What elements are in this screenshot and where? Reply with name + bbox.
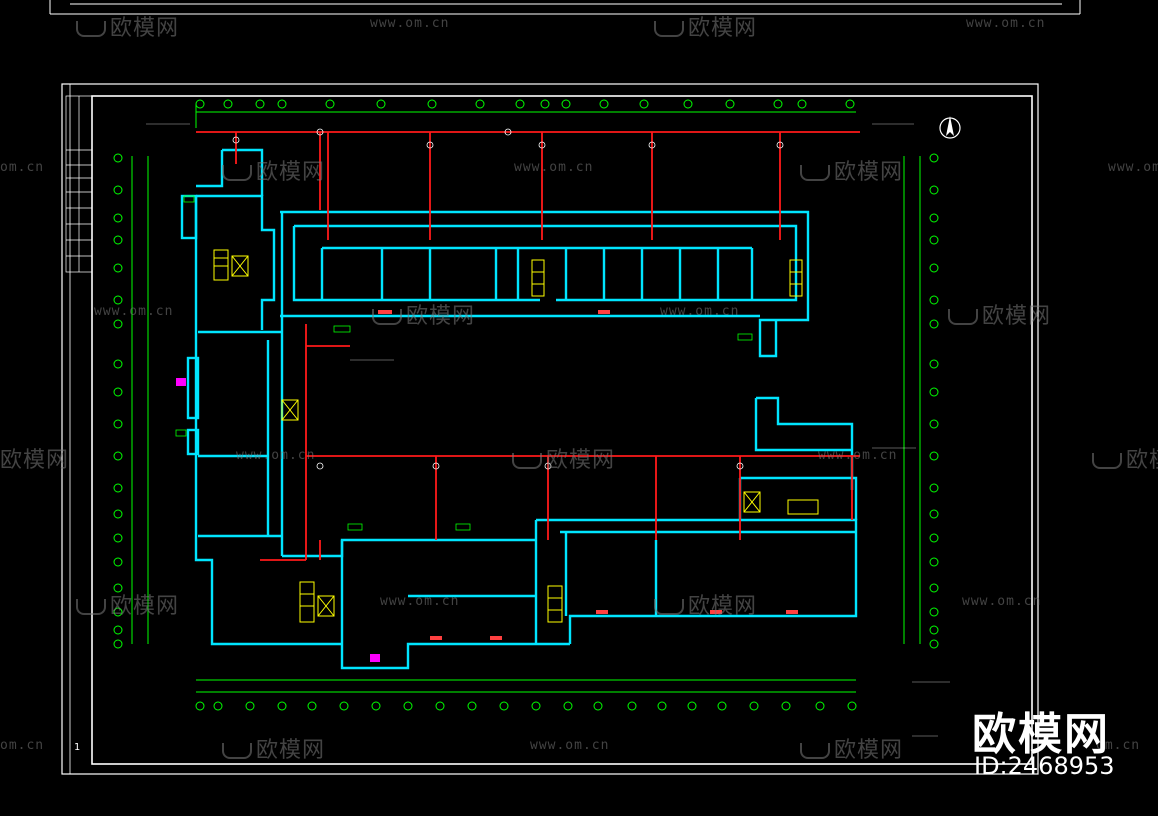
title-block bbox=[65, 95, 93, 273]
elevators bbox=[231, 255, 761, 617]
watermark-logo-icon bbox=[372, 309, 402, 325]
watermark-logo-icon bbox=[76, 599, 106, 615]
top-sheet-strip bbox=[49, 0, 1081, 15]
watermark-logo: 欧模网 bbox=[1092, 442, 1158, 474]
watermark-logo: 欧模网 bbox=[372, 298, 475, 330]
annotation-marks bbox=[146, 123, 950, 737]
watermark-logo: 欧模网 bbox=[654, 588, 757, 620]
pipe-network bbox=[196, 131, 860, 561]
watermark-url: www.om.cn bbox=[380, 594, 460, 609]
watermark-logo-icon bbox=[800, 743, 830, 759]
watermark-url: www.om.cn bbox=[530, 738, 610, 753]
stairs bbox=[213, 249, 819, 623]
watermark-logo-icon bbox=[1092, 453, 1122, 469]
watermark-logo: 欧模网 bbox=[222, 154, 325, 186]
watermark-url: om.cn bbox=[1096, 738, 1141, 753]
building-walls bbox=[180, 148, 858, 670]
watermark-logo-icon bbox=[654, 599, 684, 615]
grid-axis-right bbox=[903, 153, 939, 649]
brand-id: ID:2468953 bbox=[974, 752, 1115, 780]
watermark-logo: 欧模网 bbox=[800, 154, 903, 186]
watermark-logo-icon bbox=[948, 309, 978, 325]
equipment-markers bbox=[176, 310, 798, 662]
grid-axis-top bbox=[195, 99, 856, 128]
watermark-logo: 欧模网 bbox=[222, 732, 325, 764]
watermark-logo-icon bbox=[654, 21, 684, 37]
watermark-logo: 欧模网 bbox=[948, 298, 1051, 330]
watermark-url: om.cn bbox=[0, 738, 45, 753]
sheet-number: 1 bbox=[74, 742, 81, 753]
grid-axis-left bbox=[113, 153, 149, 649]
watermark-logo-icon bbox=[76, 21, 106, 37]
watermark-url: www.om.cn bbox=[818, 448, 898, 463]
watermark-logo-icon bbox=[800, 165, 830, 181]
watermark-logo: 欧模网 bbox=[512, 442, 615, 474]
pipe-junctions bbox=[232, 128, 784, 470]
watermark-url: www.om.cn bbox=[660, 304, 740, 319]
watermark-logo-icon bbox=[222, 165, 252, 181]
watermark-url: www.om.cn bbox=[514, 160, 594, 175]
watermark-url: www.om.cn bbox=[370, 16, 450, 31]
watermark-logo: 欧模网 bbox=[0, 448, 70, 473]
watermark-url: www.om.cn bbox=[962, 594, 1042, 609]
watermark-logo: 欧模网 bbox=[76, 588, 179, 620]
green-tags bbox=[175, 195, 753, 531]
watermark-logo: 欧模网 bbox=[76, 10, 179, 42]
watermark-url: om.cn bbox=[0, 160, 45, 175]
watermark-url: www.om.cn bbox=[236, 448, 316, 463]
watermark-url: www.om.cn bbox=[966, 16, 1046, 31]
brand-logo-text: 欧模网 bbox=[972, 709, 1110, 760]
grid-axis-bottom bbox=[195, 679, 857, 711]
drawing-frame bbox=[61, 83, 1039, 775]
watermark-url: www.om.cn bbox=[94, 304, 174, 319]
watermark-url: www.om.cn bbox=[1108, 160, 1158, 175]
watermark-logo: 欧模网 bbox=[654, 10, 757, 42]
watermark-logo: 欧模网 bbox=[800, 732, 903, 764]
watermark-logo-icon bbox=[512, 453, 542, 469]
watermark-logo-icon bbox=[222, 743, 252, 759]
north-arrow-icon bbox=[939, 116, 961, 139]
